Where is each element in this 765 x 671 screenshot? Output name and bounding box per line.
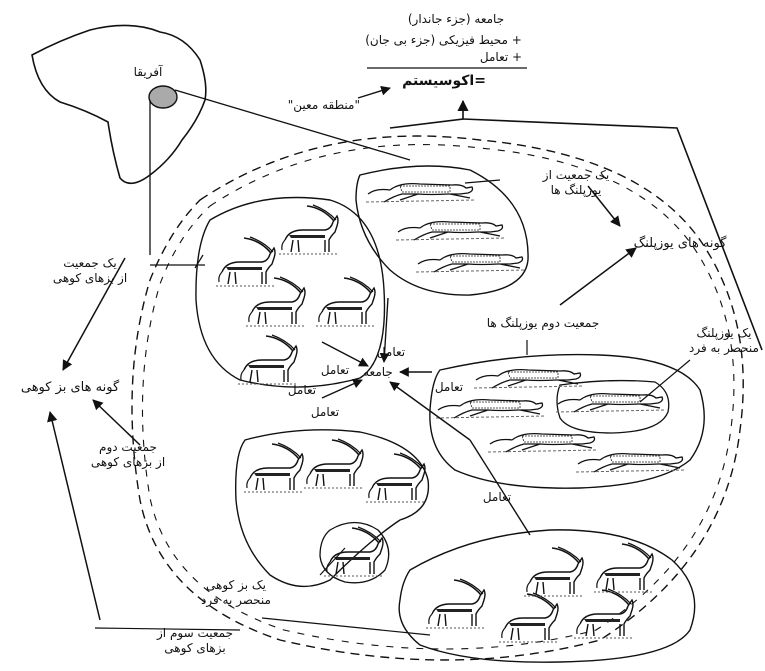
cheetah-population-2-label: جمعیت دوم یوزپلنگ ها: [468, 316, 618, 331]
label-line: از بزهای کوهی: [88, 455, 168, 470]
ibex-drawings: [216, 205, 653, 642]
cheetah-species-label: گونه های یوزپلنگ: [624, 236, 736, 251]
formula-physical-environment: + محیط فیزیکی (جزء بی جان): [361, 33, 526, 48]
label-line: جمعیت سوم از: [140, 626, 250, 641]
ibex-population-1-label: یک جمعیت از بزهای کوهی: [40, 256, 140, 286]
community-label: جامعه: [356, 365, 400, 380]
cheetah-population-2: [430, 355, 704, 489]
single-ibex-label: یک بز کوهی منحصر به فرد: [192, 578, 280, 608]
africa-label: آفریقا: [128, 65, 168, 80]
label-line: بزهای کوهی: [140, 641, 250, 656]
label-line: یک جمعیت از: [536, 168, 616, 183]
label-line: منحصر به فرد: [192, 593, 280, 608]
interaction-label: تعامل: [318, 363, 352, 378]
label-line: یک جمعیت: [40, 256, 140, 271]
ibex-population-2: [236, 430, 429, 587]
cheetah-population-1-label: یک جمعیت از یوزپلنگ ها: [536, 168, 616, 198]
interaction-label: تعامل: [285, 383, 319, 398]
specific-area-label: "منطقه معین": [288, 98, 360, 113]
label-line: از بزهای کوهی: [40, 271, 140, 286]
ecosystem-title: =اکوسیستم: [402, 74, 486, 89]
label-line: منحصر به فرد: [684, 341, 764, 356]
specific-area-spot: [149, 86, 177, 108]
formula-living-part: جامعه (جزء جاندار): [396, 12, 516, 27]
label-line: یک بز کوهی: [192, 578, 280, 593]
ibex-species-label: گونه های بز کوهی: [10, 380, 130, 395]
label-line: یوزپلنگ ها: [536, 183, 616, 198]
label-line: جمعیت دوم: [88, 440, 168, 455]
single-cheetah-label: یک یوزپلنگ منحصر به فرد: [684, 326, 764, 356]
interaction-label: تعامل: [374, 345, 408, 360]
ibex-population-2-label: جمعیت دوم از بزهای کوهی: [88, 440, 168, 470]
ibex-population-3: [399, 530, 695, 662]
africa-outline: [32, 25, 206, 183]
interaction-label: تعامل: [308, 405, 342, 420]
ibex-population-1: [196, 198, 385, 388]
cheetah-population-1: [356, 166, 528, 295]
formula-interaction: + تعامل: [476, 50, 526, 65]
ibex-population-3-label: جمعیت سوم از بزهای کوهی: [140, 626, 250, 656]
label-line: یک یوزپلنگ: [684, 326, 764, 341]
interaction-label: تعامل: [480, 490, 514, 505]
interaction-label: تعامل: [432, 380, 466, 395]
